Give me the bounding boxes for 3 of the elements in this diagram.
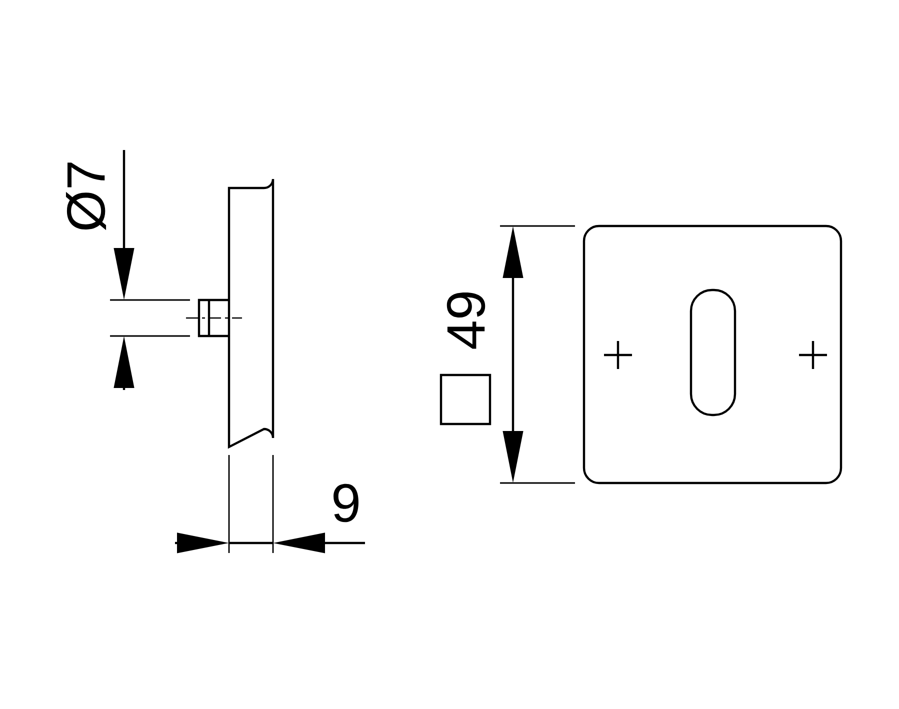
dimension-text: 49 bbox=[446, 292, 486, 349]
dimension-text: 9 bbox=[334, 484, 358, 522]
dimension-text: Ø7 bbox=[66, 162, 106, 230]
